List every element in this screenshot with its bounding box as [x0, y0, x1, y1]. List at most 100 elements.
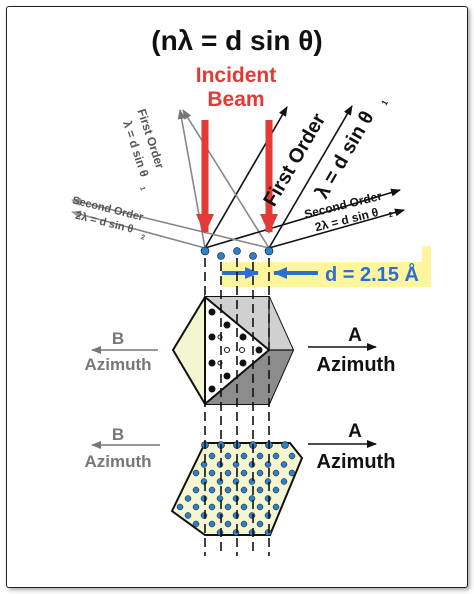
hexagon-crystal [171, 294, 295, 407]
lattice-atom [216, 478, 224, 485]
lattice-atom [232, 512, 240, 519]
lattice-atom [239, 333, 247, 341]
lattice-atom [272, 452, 280, 460]
hexagon-grey-facet-top [205, 297, 293, 350]
lattice-atom [232, 529, 240, 536]
lattice-atom [280, 461, 288, 468]
lattice-atom [240, 469, 248, 477]
lattice-atom [224, 520, 232, 528]
lattice-atom [240, 486, 248, 494]
lattice-atom [248, 478, 256, 485]
lattice-atom [224, 486, 232, 494]
b-letter-top: B [112, 329, 124, 348]
lattice-atom [192, 469, 200, 477]
surface-atom [217, 252, 225, 260]
lattice-atom [184, 495, 192, 502]
lattice-atom [208, 359, 216, 367]
lattice-atom [192, 486, 200, 494]
lattice-atom [200, 495, 208, 502]
lattice-atom [272, 503, 280, 511]
lattice-atom [256, 486, 264, 494]
surface-atom [264, 246, 274, 256]
incident-beam-label-2: Beam [207, 88, 264, 111]
lattice-atom [208, 486, 216, 494]
lattice-atom [248, 495, 256, 502]
lattice-atom [232, 478, 240, 485]
lattice-atom [248, 461, 256, 468]
lattice-atom [272, 486, 280, 494]
lattice-atom [224, 469, 232, 477]
first-order-right-sub: 1 [380, 98, 390, 107]
lattice-atom [184, 512, 192, 519]
lattice-atom [208, 469, 216, 477]
lattice-atom [223, 321, 231, 329]
a-letter-bottom: A [348, 421, 362, 442]
incident-beam-label-1: Incident [196, 64, 277, 87]
lattice-atom [248, 512, 256, 519]
lattice-atom [264, 478, 272, 485]
second-order-ray-right-a [204, 188, 401, 249]
second-order-ray-left-a [71, 210, 206, 249]
lattice-atom [239, 359, 247, 367]
lattice-atom-open [224, 347, 230, 353]
diffracted-rays [71, 105, 405, 249]
hexagon-atoms [208, 308, 263, 393]
a-letter-top: A [348, 325, 362, 346]
b-letter-bottom: B [112, 425, 124, 444]
second-order-ray-right-b [268, 208, 405, 249]
lattice-atom [216, 461, 224, 468]
lattice-atom [216, 495, 224, 502]
hexagon-grey-facet-bottom [205, 350, 293, 404]
lattice-atom [281, 441, 289, 449]
lattice-atom [216, 512, 224, 519]
dashed-guides [204, 258, 270, 556]
lattice-atom [208, 503, 216, 511]
lattice-atom [288, 469, 296, 477]
lattice-atom [176, 503, 184, 511]
second-order-left-sub: 2 [140, 234, 146, 242]
lattice-atom [264, 461, 272, 468]
b-azimuth-label-bottom: Azimuth [84, 452, 151, 471]
b-azimuth-label-top: Azimuth [84, 355, 151, 374]
a-azimuth-label-top: Azimuth [317, 354, 396, 376]
lattice-atom [216, 529, 224, 536]
lattice-atom [208, 385, 216, 393]
lattice-atom [264, 495, 272, 502]
first-order-left-sub: 1 [138, 186, 146, 192]
lattice-atom [248, 529, 256, 536]
lattice-atom [264, 529, 272, 536]
spacing-highlight-bump [422, 246, 431, 264]
lattice-atom [208, 333, 216, 341]
first-order-ray-right-a [204, 106, 288, 249]
lattice-atom [224, 503, 232, 511]
surface-atom [233, 247, 241, 255]
lattice-atom-open [239, 347, 245, 353]
lattice-atom [232, 461, 240, 468]
lattice-atom [223, 372, 231, 380]
lattice-atom [208, 520, 216, 528]
second-order-ray-left-b [71, 198, 270, 249]
lattice-atom [192, 503, 200, 511]
equation-title: (nλ = d sin θ) [151, 25, 323, 56]
lattice-atom [208, 452, 216, 460]
surface-atoms [200, 246, 274, 260]
second-order-right-sub: 2 [388, 211, 394, 219]
surface-atom [249, 252, 257, 260]
lattice-atom [240, 503, 248, 511]
lattice-atom [256, 520, 264, 528]
lattice-atom [232, 495, 240, 502]
lattice-atom [192, 520, 200, 528]
lattice-atom [255, 346, 263, 354]
lattice-atom [256, 469, 264, 477]
lattice-atom [288, 452, 296, 460]
lattice-atom [272, 469, 280, 477]
first-order-ray-left-b [182, 109, 270, 249]
surface-atom [200, 246, 210, 256]
lattice-atom [200, 461, 208, 468]
lattice-atom [256, 503, 264, 511]
lattice-atom [264, 512, 272, 519]
lattice-atom [280, 478, 288, 485]
lattice-atom [256, 452, 264, 460]
lattice-atom [208, 308, 216, 316]
